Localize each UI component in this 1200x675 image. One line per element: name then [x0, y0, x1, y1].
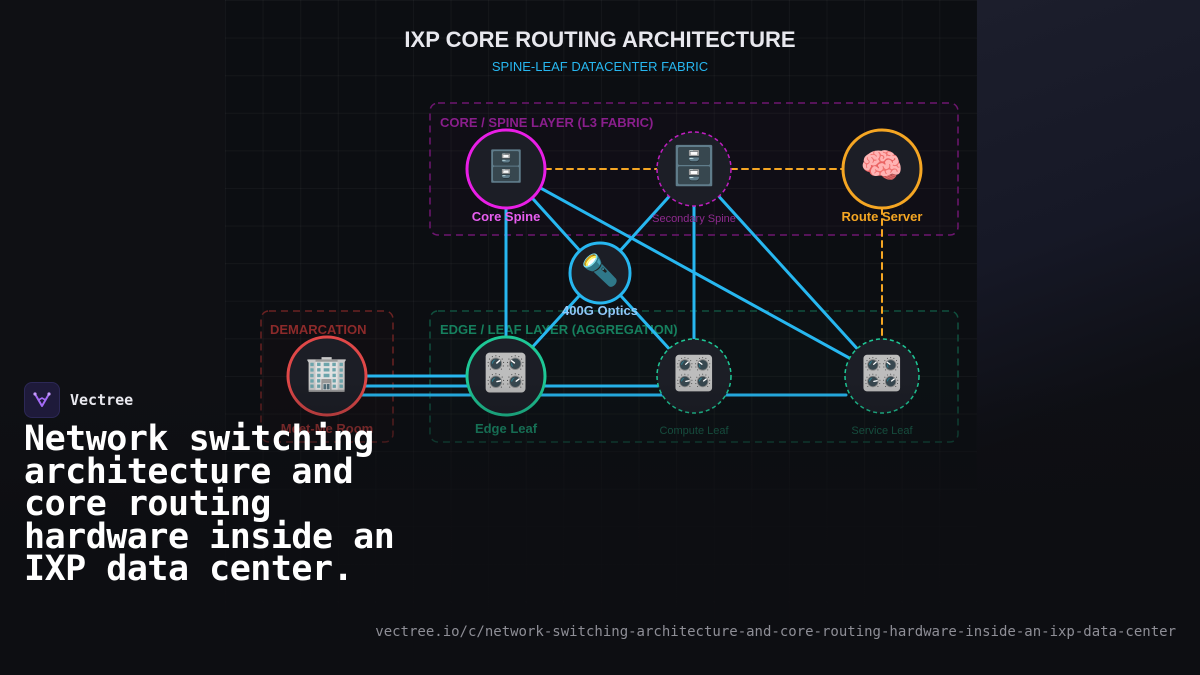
- server-cabinet-icon: 🗄️: [487, 149, 525, 184]
- node-label: Core Spine: [472, 209, 541, 224]
- flashlight-icon: 🔦: [581, 253, 619, 289]
- brand-name: Vectree: [70, 391, 134, 409]
- server-cabinet-icon: 🗄️: [671, 143, 718, 187]
- link-secondary-spine-to-service-leaf: [692, 167, 884, 378]
- node-route-server: 🧠 Route Server: [841, 128, 923, 224]
- brand: Vectree: [24, 382, 133, 418]
- headline: Network switching architecture and core …: [24, 419, 395, 589]
- node-label: Secondary Spine: [652, 213, 736, 225]
- core-layer-label: CORE / SPINE LAYER (L3 FABRIC): [440, 115, 653, 130]
- node-circle: [568, 241, 632, 305]
- brain-icon: 🧠: [860, 147, 903, 186]
- diagram-title: IXP CORE ROUTING ARCHITECTURE: [404, 27, 795, 52]
- node-circle: [465, 128, 547, 210]
- background-fade: [0, 380, 1200, 675]
- node-optics: 🔦 400G Optics: [562, 241, 638, 318]
- edge-layer-label: EDGE / LEAF LAYER (AGGREGATION): [440, 322, 678, 337]
- node-label: 400G Optics: [562, 303, 638, 318]
- node-circle: [841, 128, 923, 210]
- node-core-spine: 🗄️ Core Spine: [465, 128, 547, 224]
- node-label: Route Server: [842, 209, 923, 224]
- node-secondary-spine: 🗄️ Secondary Spine: [652, 131, 736, 225]
- vectree-logo-icon: [24, 382, 60, 418]
- demarcation-label: DEMARCATION: [270, 322, 367, 337]
- node-circle: [656, 131, 732, 207]
- page-url: vectree.io/c/network-switching-architect…: [375, 624, 1176, 640]
- diagram-subtitle: SPINE-LEAF DATACENTER FABRIC: [492, 59, 708, 74]
